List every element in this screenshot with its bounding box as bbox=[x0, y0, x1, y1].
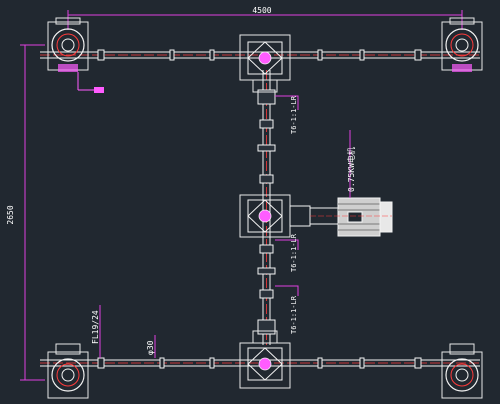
dimension-height-label: 2650 bbox=[6, 205, 15, 224]
shaft-couplings bbox=[97, 49, 422, 369]
coupling-label: FL19/24 bbox=[91, 310, 100, 344]
motor-label: 0.75KW电机 bbox=[346, 147, 356, 192]
dimension-height bbox=[20, 44, 45, 381]
gearbox-middle bbox=[239, 194, 291, 238]
vertical-couplings bbox=[257, 89, 276, 335]
shaft-dia-label: φ30 bbox=[146, 340, 155, 355]
gearbox-bottom bbox=[239, 330, 291, 389]
gearbox-top bbox=[239, 34, 291, 93]
ratio-mid-leader bbox=[275, 239, 299, 250]
wiring-tag bbox=[77, 72, 104, 93]
ratio-low-leader bbox=[275, 285, 299, 296]
gear-ratio-low-label: T6-1:1-LR bbox=[290, 295, 298, 334]
ratio-top-leader bbox=[275, 95, 299, 110]
screw-jack-bottom-right bbox=[441, 343, 483, 399]
gear-ratio-mid-label: T6-1:1-LR bbox=[290, 233, 298, 272]
vertical-shaft bbox=[262, 70, 271, 345]
screw-jack-top-left bbox=[47, 17, 89, 72]
dimension-width bbox=[67, 10, 463, 30]
screw-jack-bottom-left bbox=[47, 343, 89, 399]
gear-ratio-top-label: T6-1:1-LR bbox=[290, 95, 298, 134]
electric-motor bbox=[289, 197, 393, 237]
screw-jack-top-right bbox=[441, 17, 483, 72]
dimension-width-label: 4500 bbox=[252, 6, 271, 15]
